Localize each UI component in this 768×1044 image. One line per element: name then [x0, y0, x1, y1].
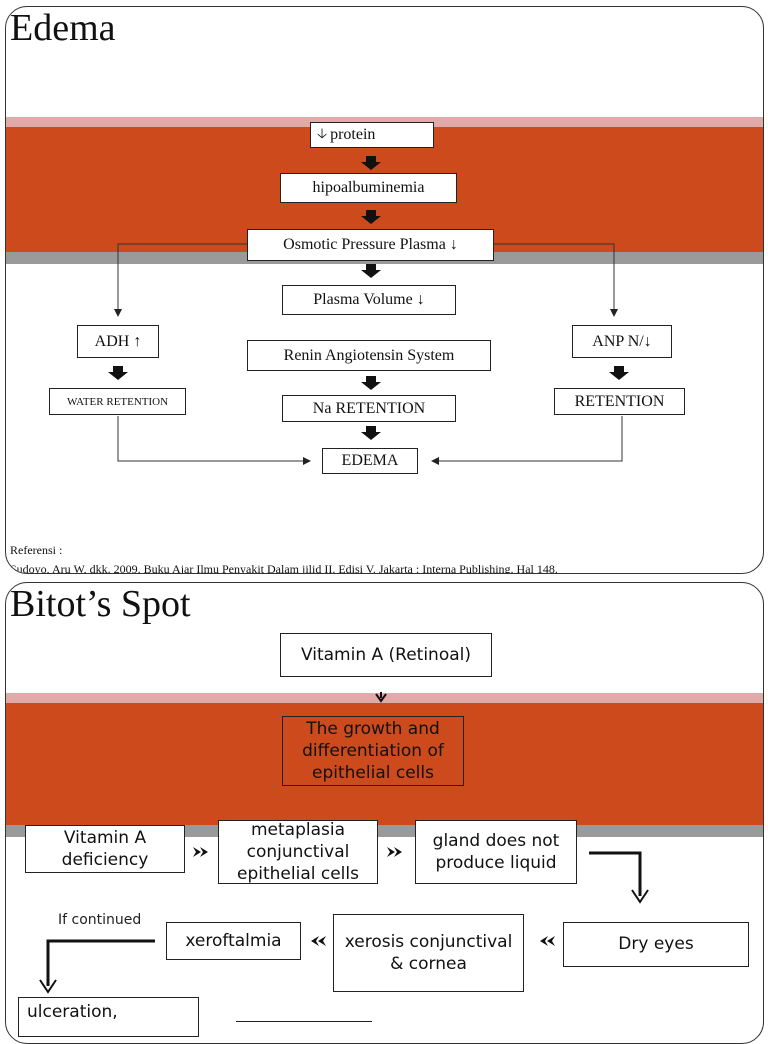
band-top	[6, 693, 763, 703]
slide-title: Edema	[10, 7, 116, 49]
down-arrow-icon: 🡣	[317, 127, 328, 142]
adh-box: ADH ↑	[77, 325, 159, 358]
na-retention-box: Na RETENTION	[282, 395, 456, 422]
hipoalbuminemia-box: hipoalbuminemia	[280, 173, 457, 203]
reference-label: Referensi :	[10, 543, 63, 557]
retention-box: RETENTION	[554, 388, 685, 415]
if-continued-label: If continued	[58, 912, 142, 928]
reference-text: Sudoyo, Aru W, dkk. 2009. Buku Ajar Ilmu…	[10, 562, 558, 574]
osmotic-pressure-box: Osmotic Pressure Plasma ↓	[247, 229, 494, 261]
xeroftalmia-box: xeroftalmia	[166, 922, 301, 960]
plasma-volume-box: Plasma Volume ↓	[282, 285, 456, 315]
anp-box: ANP N/↓	[572, 325, 672, 358]
vitamin-a-box: Vitamin A (Retinoal)	[280, 633, 492, 677]
water-retention-box: WATER RETENTION	[49, 388, 186, 415]
edema-box: EDEMA	[322, 448, 418, 474]
renin-angiotensin-box: Renin Angiotensin System	[247, 340, 491, 371]
growth-differentiation-box: The growth and differentiation of epithe…	[282, 716, 464, 786]
dry-eyes-box: Dry eyes	[563, 922, 749, 967]
partial-box-edge	[236, 1021, 372, 1025]
ulceration-box: ulceration,	[18, 997, 199, 1037]
slide-title: Bitot’s Spot	[10, 583, 191, 625]
xerosis-box: xerosis conjunctival & cornea	[333, 914, 524, 992]
protein-box: 🡣 protein	[310, 122, 434, 148]
protein-label: protein	[330, 126, 376, 143]
gland-box: gland does not produce liquid	[415, 820, 577, 884]
vitamin-a-deficiency-box: Vitamin A deficiency	[25, 825, 185, 873]
metaplasia-box: metaplasia conjunctival epithelial cells	[218, 820, 378, 884]
